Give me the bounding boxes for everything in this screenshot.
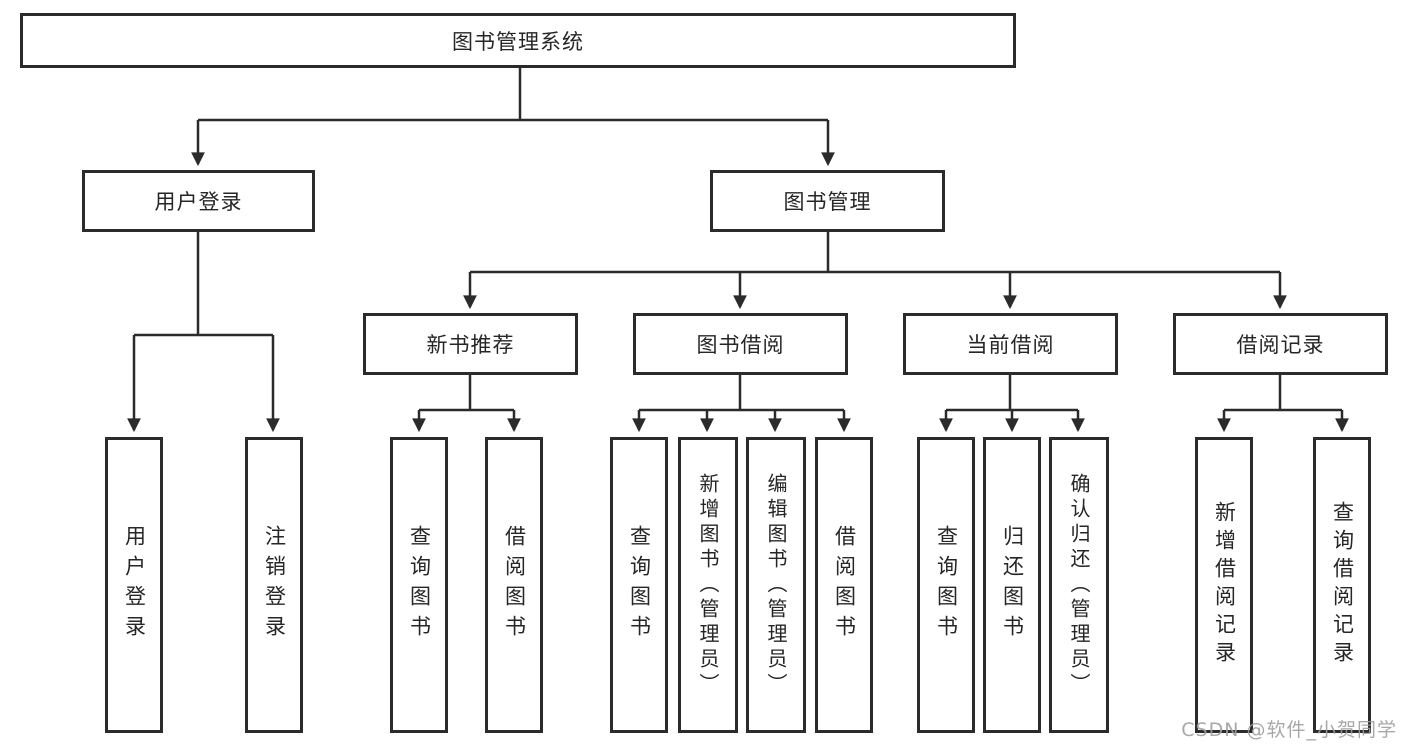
csdn-watermark: CSDN @软件_小贺同学 [1181, 719, 1397, 741]
leaf-cb-return-book: 归还图书 [983, 437, 1041, 733]
leaf-bb-edit-book: 编辑图书（管理员） [746, 437, 806, 733]
leaf-label: 编辑图书（管理员） [764, 472, 788, 698]
leaf-logout: 注销登录 [245, 437, 303, 733]
node-user-login: 用户登录 [82, 170, 315, 232]
leaf-bb-add-book: 新增图书（管理员） [678, 437, 738, 733]
leaf-label: 查询借阅记录 [1330, 501, 1355, 669]
node-new-book-recommend: 新书推荐 [363, 313, 578, 375]
leaf-rec-query-book: 查询图书 [390, 437, 448, 733]
leaf-label: 用户登录 [122, 525, 147, 645]
leaf-label: 新增借阅记录 [1212, 501, 1237, 669]
node-borrow-records: 借阅记录 [1173, 313, 1388, 375]
node-book-management: 图书管理 [710, 170, 945, 232]
leaf-label: 归还图书 [1000, 525, 1025, 645]
leaf-br-add-record: 新增借阅记录 [1195, 437, 1253, 733]
leaf-bb-borrow-book: 借阅图书 [815, 437, 873, 733]
node-current-borrow: 当前借阅 [903, 313, 1118, 375]
leaf-label: 查询图书 [934, 525, 959, 645]
leaf-label: 借阅图书 [502, 525, 527, 645]
leaf-label: 新增图书（管理员） [696, 472, 720, 698]
node-book-borrow: 图书借阅 [633, 313, 848, 375]
leaf-label: 查询图书 [627, 525, 652, 645]
leaf-label: 借阅图书 [832, 525, 857, 645]
leaf-rec-borrow-book: 借阅图书 [485, 437, 543, 733]
leaf-cb-confirm-return: 确认归还（管理员） [1049, 437, 1109, 733]
leaf-user-login: 用户登录 [105, 437, 163, 733]
leaf-cb-query-book: 查询图书 [917, 437, 975, 733]
leaf-label: 注销登录 [262, 525, 287, 645]
leaf-label: 查询图书 [407, 525, 432, 645]
leaf-label: 确认归还（管理员） [1067, 472, 1091, 698]
leaf-bb-query-book: 查询图书 [610, 437, 668, 733]
leaf-br-query-record: 查询借阅记录 [1313, 437, 1371, 733]
node-root: 图书管理系统 [20, 13, 1016, 68]
